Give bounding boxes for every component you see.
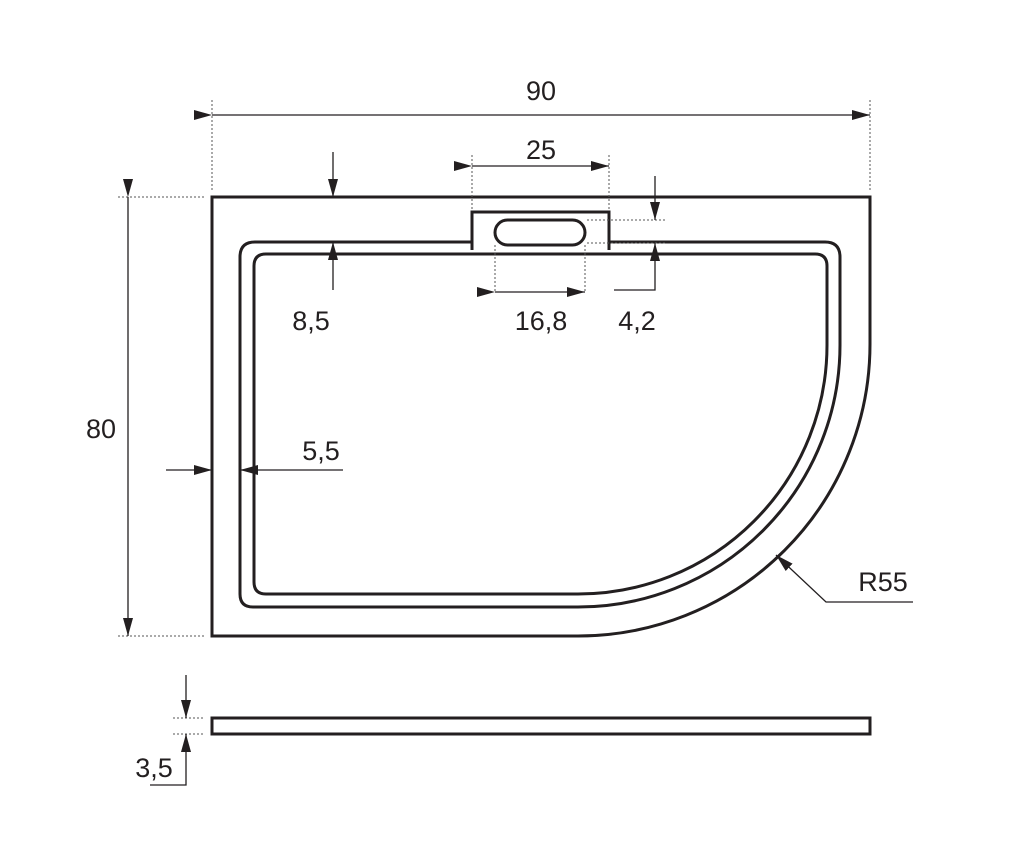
rim-top-label: 8,5: [292, 306, 330, 336]
drain-slot: [493, 218, 587, 247]
rim-side-label: 5,5: [302, 436, 340, 466]
tray-outline: [210, 195, 872, 638]
slot-width-label: 16,8: [515, 306, 568, 336]
rim-inner-line: [252, 252, 829, 596]
tray-side-view: [210, 716, 872, 736]
depth-label: 80: [86, 414, 116, 444]
width-label: 90: [526, 76, 556, 106]
radius-label: R55: [858, 567, 908, 597]
tab-width-label: 25: [526, 135, 556, 165]
rim-outer-line: [238, 240, 842, 609]
tab-offset-label: 4,2: [618, 306, 656, 336]
drain-tab: [470, 210, 611, 250]
height-label: 3,5: [135, 753, 173, 783]
